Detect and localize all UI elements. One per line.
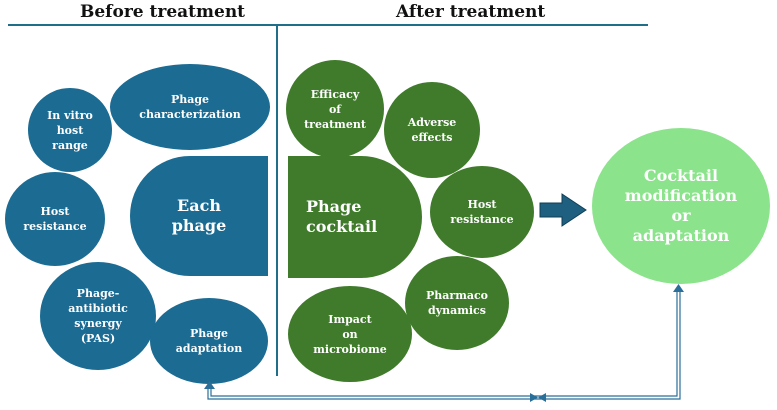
- forward-arrow-icon: [539, 193, 587, 227]
- adverse-effects-node: Adverse effects: [384, 82, 480, 178]
- cocktail-modification-node: Cocktail modification or adaptation: [592, 128, 770, 284]
- impact-on-microbiome-node: Impact on microbiome: [288, 286, 412, 382]
- phage-antibiotic-synergy-node: Phage- antibiotic synergy (PAS): [40, 262, 156, 370]
- feedback-arrowhead-icon: [530, 393, 538, 402]
- header-underline: [8, 24, 648, 26]
- phage-characterization-node: Phage characterization: [110, 64, 270, 150]
- phage-adaptation-node: Phage adaptation: [150, 298, 268, 384]
- feedback-arrowhead-icon: [204, 381, 215, 389]
- efficacy-of-treatment-node: Efficacy of treatment: [286, 60, 384, 158]
- column-divider: [276, 24, 278, 376]
- after-treatment-header: After treatment: [396, 2, 546, 22]
- phage-cocktail-node: Phage cocktail: [288, 156, 422, 278]
- host-resistance-node-after: Host resistance: [430, 166, 534, 258]
- feedback-arrowhead-icon: [673, 284, 684, 292]
- host-resistance-node-before: Host resistance: [5, 172, 105, 266]
- each-phage-node: Each phage: [130, 156, 268, 276]
- before-treatment-header: Before treatment: [80, 2, 246, 22]
- pharmacodynamics-node: Pharmaco dynamics: [405, 256, 509, 350]
- feedback-arrowhead-icon: [538, 393, 546, 402]
- in-vitro-host-range-node: In vitro host range: [28, 88, 112, 172]
